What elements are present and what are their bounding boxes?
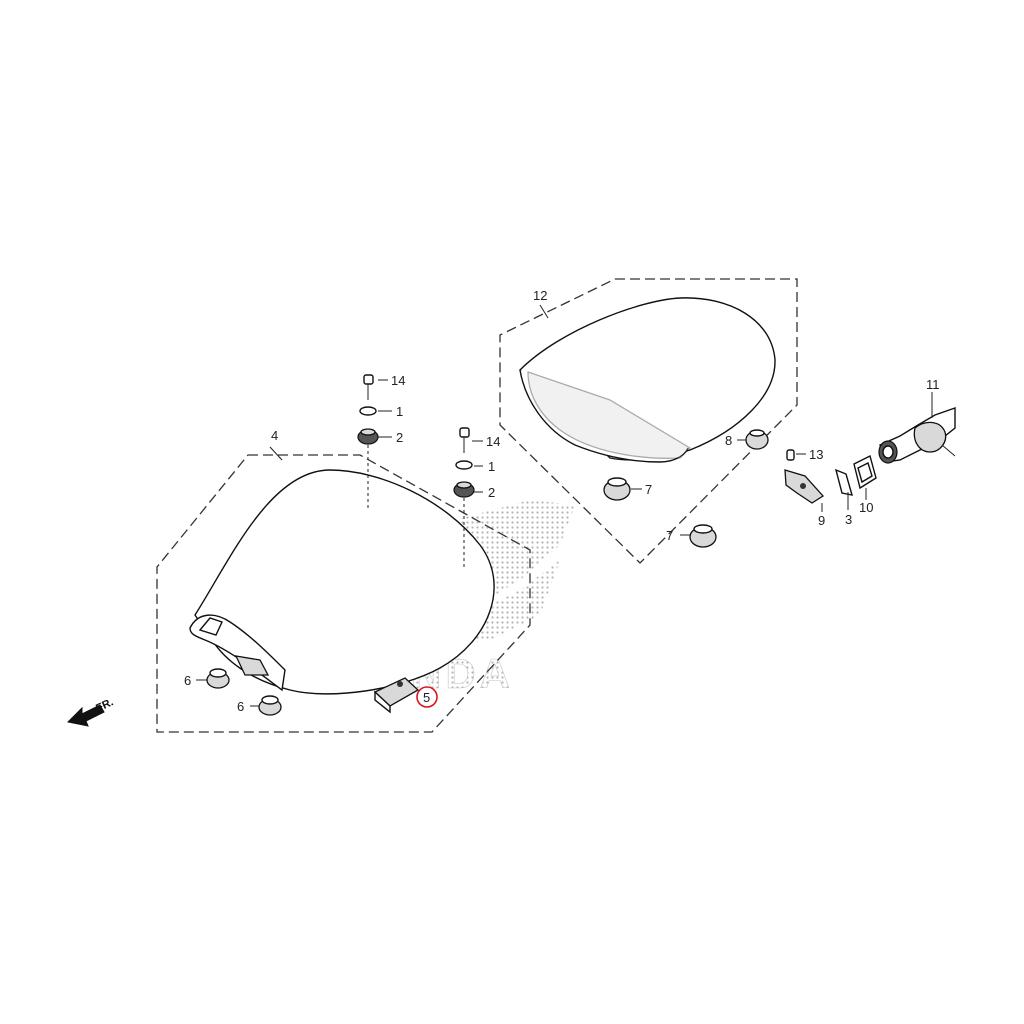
rear-seat-group-outline — [499, 278, 798, 564]
rubber-cushion-6b — [258, 695, 282, 716]
washer-1b — [455, 460, 473, 470]
callout-13: 13 — [809, 447, 823, 462]
front-seat — [189, 469, 495, 695]
rubber-cushion-6a — [206, 668, 230, 689]
gasket-10 — [853, 454, 877, 490]
front-seat-group-outline — [156, 454, 531, 733]
callout-5-highlight: 5 — [416, 686, 438, 708]
callout-6a: 6 — [184, 673, 191, 688]
callout-5: 5 — [423, 690, 430, 705]
callout-2b: 2 — [488, 485, 495, 500]
callout-1b: 1 — [488, 459, 495, 474]
callout-11: 11 — [926, 377, 940, 392]
callout-2a: 2 — [396, 430, 403, 445]
callout-10: 10 — [859, 500, 873, 515]
callout-4: 4 — [271, 428, 278, 443]
callout-14b: 14 — [486, 434, 500, 449]
leader-lines — [196, 304, 933, 707]
bolt-14b — [459, 427, 470, 453]
front-direction-arrow: FR. — [66, 696, 115, 727]
rubber-cushion-7a — [603, 477, 631, 501]
callout-12: 12 — [533, 288, 547, 303]
front-direction-label: FR. — [94, 696, 115, 714]
callout-9: 9 — [818, 513, 825, 528]
rubber-cushion-7b — [689, 524, 717, 548]
cushion-8 — [745, 429, 769, 450]
callout-6b: 6 — [237, 699, 244, 714]
callout-7a: 7 — [645, 482, 652, 497]
washer-1a — [359, 406, 377, 416]
bolt-14a — [363, 374, 374, 400]
grommet-2b — [453, 481, 475, 498]
rear-seat — [519, 297, 776, 463]
callout-3: 3 — [845, 512, 852, 527]
latch-9 — [784, 469, 824, 504]
callout-8: 8 — [725, 433, 732, 448]
callout-14a: 14 — [391, 373, 405, 388]
screw-13 — [786, 449, 795, 461]
clip-3 — [834, 468, 853, 496]
key-cylinder-11 — [878, 407, 956, 464]
callout-1a: 1 — [396, 404, 403, 419]
callout-7b: 7 — [666, 528, 673, 543]
grommet-2a — [357, 428, 379, 445]
seat-bracket-5 — [373, 677, 420, 714]
